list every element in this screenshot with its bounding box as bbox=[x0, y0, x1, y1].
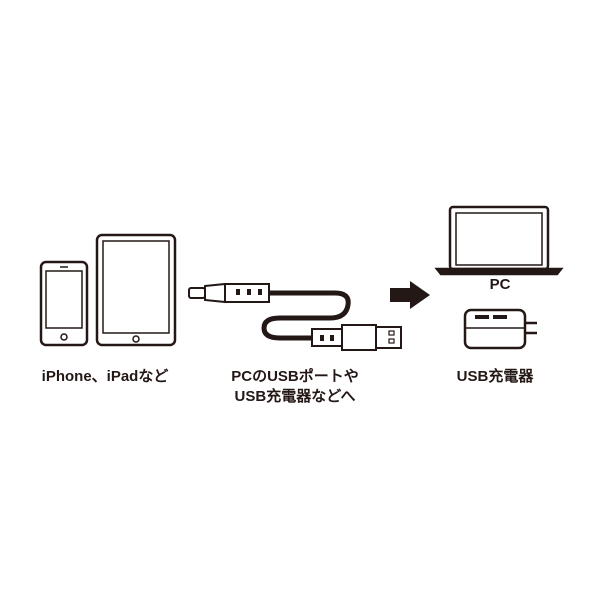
cable-grip-marks bbox=[236, 289, 334, 341]
laptop-icon bbox=[434, 205, 564, 276]
cable-label-line1: PCのUSBポートや bbox=[231, 368, 359, 385]
cable-icon bbox=[188, 282, 402, 351]
ipad-icon bbox=[95, 233, 177, 347]
cable-label-line2: USB充電器などへ bbox=[234, 388, 356, 405]
usb-charger-icon bbox=[463, 308, 537, 350]
devices-label: iPhone、iPadなど bbox=[41, 368, 169, 385]
charger-label: USB充電器 bbox=[456, 368, 534, 385]
iphone-icon bbox=[39, 260, 89, 347]
pc-label: PC bbox=[489, 276, 511, 293]
arrow-right-icon bbox=[390, 281, 430, 309]
